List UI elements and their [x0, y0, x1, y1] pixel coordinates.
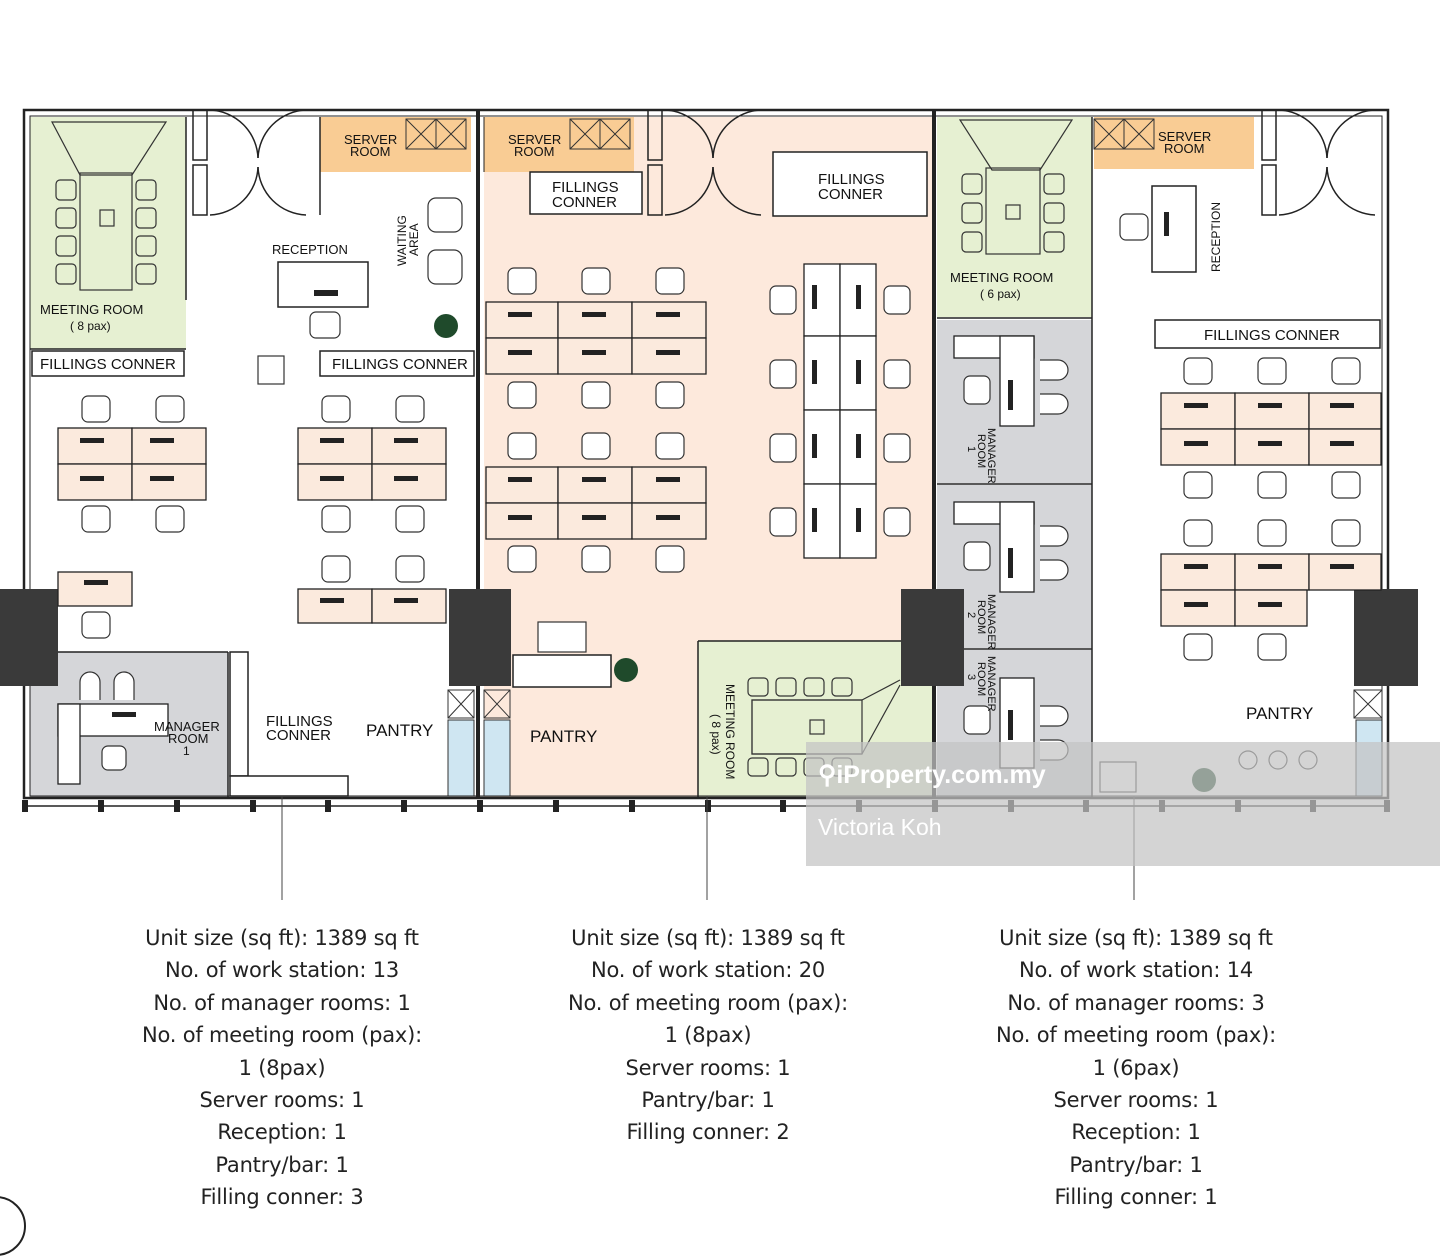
location-pin-icon: ⚲	[818, 761, 837, 789]
unit1-meeting-room-label: MEETING ROOM	[40, 302, 143, 317]
spec-line: No. of manager rooms: 3	[1007, 990, 1265, 1015]
unit1-fillings-right-label: FILLINGS CONNER	[332, 356, 468, 373]
unit1-reception-label: RECEPTION	[272, 242, 348, 257]
unit1-manager-room-label-2: ROOM	[168, 731, 208, 746]
spec-line: Pantry/bar: 1	[215, 1152, 349, 1177]
unit1-server-room-label-1: SERVER	[344, 132, 397, 147]
unit1-pantry-sink	[447, 719, 475, 797]
unit2-meeting-room-pax: ( 8 pax)	[709, 714, 723, 755]
unit3-reception-label: RECEPTION	[1209, 202, 1223, 272]
spec-line: 1 (8pax)	[664, 1023, 752, 1048]
unit1-meeting-room-pax: ( 8 pax)	[70, 319, 111, 333]
unit1-waiting-area-label-2: AREA	[407, 223, 421, 256]
unit2-fillings-right-label-1: FILLINGS	[818, 171, 885, 188]
unit1-pantry-label: PANTRY	[366, 721, 433, 740]
unit3-manager-room-3-label-3: 3	[965, 674, 977, 680]
unit2-specs: Unit size (sq ft): 1389 sq ft No. of wor…	[528, 922, 888, 1149]
unit1-manager-room-label-3: 1	[183, 744, 190, 758]
unit1-fillings-bottom-label-2: CONNER	[266, 727, 331, 744]
spec-line: No. of meeting room (pax):	[995, 1023, 1277, 1048]
unit1-specs: Unit size (sq ft): 1389 sq ft No. of wor…	[102, 922, 462, 1214]
unit3-manager-room-1-label-2: ROOM	[975, 434, 987, 468]
pillar-center-right	[901, 589, 964, 686]
spec-line: 1 (8pax)	[238, 1055, 326, 1080]
unit3-manager-room-1-label-3: 1	[965, 446, 977, 452]
spec-line: No. of work station: 14	[1018, 958, 1254, 983]
pillar-center-left	[449, 589, 511, 686]
unit2-fillings-top-label-2: CONNER	[552, 194, 617, 211]
unit2-server-room-label-1: SERVER	[508, 132, 561, 147]
unit3-fillings-label: FILLINGS CONNER	[1204, 327, 1340, 344]
unit3-meeting-room-label: MEETING ROOM	[950, 270, 1053, 285]
pillar-right	[1354, 589, 1418, 686]
spec-line: No. of manager rooms: 1	[153, 990, 411, 1015]
spec-line: Pantry/bar: 1	[1069, 1152, 1203, 1177]
outer-wall	[22, 108, 1390, 800]
unit1-fillings-left-label: FILLINGS CONNER	[40, 356, 176, 373]
unit1-server-room-label-2: ROOM	[350, 144, 390, 159]
unit3-pantry-label: PANTRY	[1246, 704, 1313, 723]
unit3-manager-room-3-label-2: ROOM	[975, 662, 987, 696]
unit2-server-room-fill	[484, 117, 634, 172]
unit1-waiting-area-label-1: WAITING	[395, 215, 409, 266]
unit2-fillings-top-label-1: FILLINGS	[552, 179, 619, 196]
spec-line: 1 (6pax)	[1092, 1055, 1180, 1080]
spec-line: Unit size (sq ft): 1389 sq ft	[145, 926, 419, 950]
unit3-manager-room-3-label-1: MANAGER	[985, 656, 997, 712]
unit2-pantry-label: PANTRY	[530, 727, 597, 746]
unit1-meeting-room-fill	[30, 117, 186, 349]
unit2-meeting-room-label: MEETING ROOM	[723, 684, 737, 779]
unit3-meeting-room-fill	[937, 117, 1092, 317]
spec-line: Pantry/bar: 1	[641, 1088, 775, 1113]
unit3-meeting-room-pax: ( 6 pax)	[980, 287, 1021, 301]
unit3-specs: Unit size (sq ft): 1389 sq ft No. of wor…	[956, 922, 1316, 1214]
unit3-server-room-fill	[1094, 117, 1254, 169]
watermark-agent-name: Victoria Koh	[818, 814, 942, 840]
unit1-server-room-fill	[320, 117, 471, 172]
corner-circle-decoration	[0, 1196, 26, 1256]
unit3-manager-room-2-label-3: 2	[965, 612, 977, 618]
spec-line: Server rooms: 1	[1053, 1088, 1219, 1113]
unit2-pantry-sink	[483, 719, 511, 797]
spec-line: Filling conner: 2	[626, 1120, 790, 1145]
watermark-logo: ⚲iProperty.com.my	[818, 761, 1046, 789]
spec-line: Server rooms: 1	[199, 1088, 365, 1113]
spec-line: No. of meeting room (pax):	[567, 990, 849, 1015]
spec-line: Reception: 1	[1071, 1120, 1201, 1145]
spec-line: Filling conner: 3	[200, 1185, 364, 1210]
unit2-fillings-right-label-2: CONNER	[818, 186, 883, 203]
watermark-overlay	[806, 742, 1440, 866]
spec-line: Unit size (sq ft): 1389 sq ft	[999, 926, 1273, 950]
spec-line: Reception: 1	[217, 1120, 347, 1145]
spec-line: Unit size (sq ft): 1389 sq ft	[571, 926, 845, 950]
unit3-manager-room-2-label-1: MANAGER	[985, 594, 997, 650]
unit3-server-room-label-2: ROOM	[1164, 141, 1204, 156]
spec-line: No. of work station: 13	[164, 958, 400, 983]
unit1-manager-room-label-1: MANAGER	[154, 719, 220, 734]
spec-line: No. of work station: 20	[590, 958, 826, 983]
unit2-server-room-label-2: ROOM	[514, 144, 554, 159]
spec-line: Filling conner: 1	[1054, 1185, 1218, 1210]
unit1-fillings-bottom-label-1: FILLINGS	[266, 713, 333, 730]
unit3-server-room-label-1: SERVER	[1158, 129, 1211, 144]
spec-line: Server rooms: 1	[625, 1055, 791, 1080]
unit3-manager-room-2-label-2: ROOM	[975, 600, 987, 634]
pillar-left	[0, 589, 58, 686]
unit3-manager-room-1-label-1: MANAGER	[985, 428, 997, 484]
spec-line: No. of meeting room (pax):	[141, 1023, 423, 1048]
